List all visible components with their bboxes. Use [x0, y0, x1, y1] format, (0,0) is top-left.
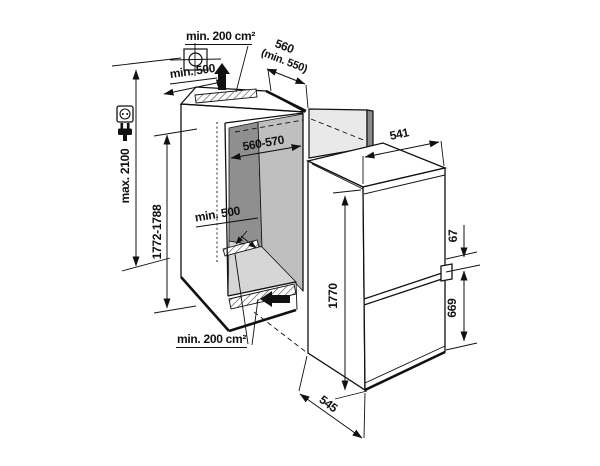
dim-appliance-width: 541 [362, 125, 445, 184]
cabinet-depth-label: 560 [273, 36, 296, 56]
socket-height-bottom-tick [121, 257, 171, 272]
cabinet-bottom-left-slant [180, 276, 230, 332]
appliance-depth-arrow [299, 393, 363, 439]
cabinet-depth-ext-front [305, 84, 309, 109]
niche-floor-front-edge [227, 281, 296, 297]
socket-face [119, 108, 131, 120]
top-vent-strip [194, 88, 258, 104]
niche-height-bottom-tick [153, 305, 197, 314]
fridge-left-side [307, 159, 366, 392]
dim-niche-height: 1772-1788 [150, 128, 198, 314]
top-clearance-label: min. 500 [169, 61, 217, 81]
fridge-top-edge-line [311, 163, 364, 190]
dim-top-clearance: min. 500 [163, 61, 227, 96]
appliance-depth-ext-front [363, 392, 366, 439]
appliance-depth-label: 545 [317, 392, 341, 415]
top-clearance-arrow [163, 79, 227, 96]
lower-door-bottom-line [364, 345, 446, 384]
appliance-width-label: 541 [388, 125, 410, 143]
socket-height-label: max. 2100 [118, 148, 132, 203]
cabinet-depth-ext-back [267, 69, 272, 92]
cabinet-depth-arrow [266, 68, 306, 85]
bottom-vent-leader-2 [251, 298, 259, 346]
appliance-depth-ext-back [298, 355, 308, 392]
cabinet-front-top-edge [180, 103, 306, 113]
bottom-vent-label: min. 200 cm² [177, 332, 246, 346]
top-vent-label: min. 200 cm² [186, 29, 255, 43]
plinth-alignment-dashed [253, 311, 307, 353]
appliance-height-label: 1770 [326, 283, 340, 309]
door-trim-ext-top [445, 251, 478, 260]
power-icons [116, 105, 134, 141]
top-vent-leader [235, 45, 249, 93]
plinth-right-edge [295, 281, 298, 311]
socket-icon [116, 105, 134, 123]
lower-door-ext-bottom [445, 342, 478, 351]
appliance-height-bottom-tick [334, 390, 368, 400]
plug-icon [118, 123, 132, 141]
refrigerator [306, 142, 453, 392]
cabinet-bottom-front-edge [228, 308, 297, 333]
label-bottom-vent-area: min. 200 cm² [176, 253, 259, 348]
door-trim-ext-bottom [445, 264, 481, 273]
appliance-width-ext-right [440, 140, 445, 167]
dim-door-trim: 67 [445, 225, 481, 273]
socket-position-icon [111, 43, 222, 76]
bottom-vent-leader-1 [234, 253, 249, 345]
door-divider-bottom [363, 277, 446, 306]
cabinet-top-right-edge [265, 89, 307, 113]
dim-lower-door: 669 [445, 270, 478, 351]
appliance-width-arrow [364, 140, 440, 159]
socket-pin-left [121, 113, 124, 115]
lower-door-label: 669 [445, 298, 459, 318]
label-top-vent-area: min. 200 cm² [185, 29, 256, 93]
panel-edge [366, 109, 374, 149]
dim-max-socket-height: max. 2100 [118, 69, 171, 272]
niche-height-label: 1772-1788 [150, 204, 164, 259]
divider-joint-tab [440, 263, 453, 282]
niche-height-top-tick [153, 128, 198, 137]
niche-depth-arrow [230, 144, 302, 160]
airflow-arrow-up [214, 63, 230, 90]
door-trim-label: 67 [446, 229, 460, 242]
fridge-bottom-edge [364, 350, 446, 392]
floor-airflow-arrow-left [235, 230, 248, 245]
socket-connector-line [111, 57, 182, 67]
socket-position-circle [188, 52, 203, 67]
appliance-height-top-tick [332, 189, 362, 194]
niche-opening-left-edge [224, 122, 229, 297]
niche-opening-top-edge [224, 112, 304, 124]
door-divider-top [363, 271, 446, 300]
interior-clearance-underline [195, 217, 259, 228]
dim-appliance-height: 1770 [326, 189, 368, 400]
crosshair-h [169, 58, 222, 61]
airflow-arrow-in [260, 291, 290, 307]
floor-airflow-arrow-right [240, 235, 257, 249]
appliance-outline-dashed [234, 119, 304, 133]
panel-diagonal-dashed [310, 118, 367, 142]
socket-pin-right [126, 113, 129, 115]
upper-door-top-line [363, 174, 446, 195]
